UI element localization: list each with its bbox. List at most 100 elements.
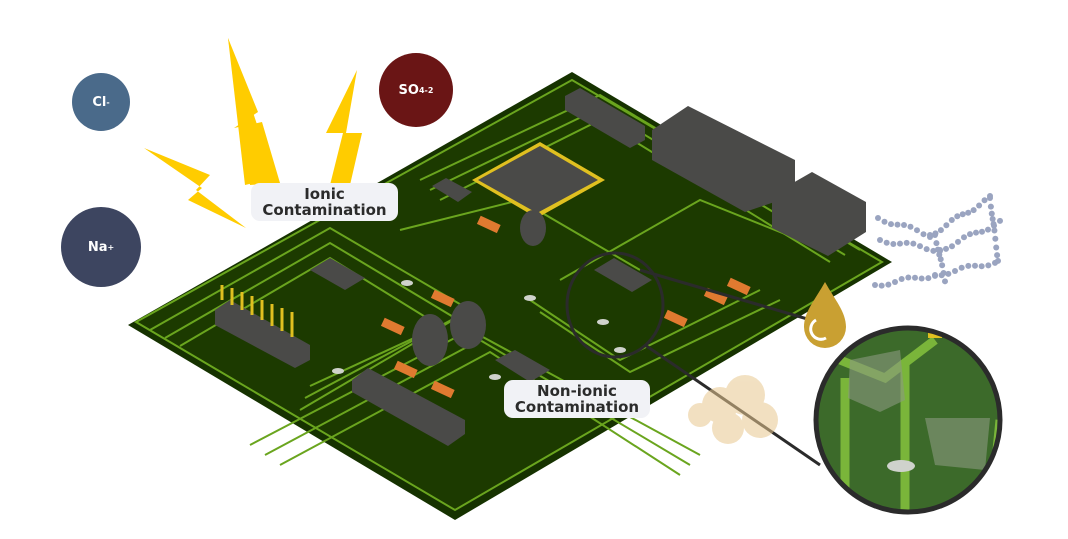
ion-charge: -2 — [424, 85, 434, 95]
molecule-atom — [985, 226, 991, 233]
capacitor — [520, 210, 546, 246]
molecule-atom — [875, 215, 881, 221]
molecule-atom — [885, 281, 892, 288]
molecule-atom — [883, 239, 890, 246]
molecule-atom — [917, 243, 923, 250]
oil-drop-icon — [804, 282, 846, 348]
molecule-atom — [927, 232, 933, 238]
ion-symbol: SO — [398, 82, 419, 98]
molecule-atom — [988, 210, 995, 217]
molecule-atom — [985, 262, 992, 269]
ionic-contamination-label: Ionic Contamination — [251, 183, 398, 221]
molecule-atom — [993, 244, 1000, 251]
molecule-atom — [890, 241, 897, 248]
molecule-atom — [937, 256, 944, 263]
molecule-atom — [987, 195, 993, 201]
molecule-atom — [961, 234, 967, 241]
ion-subscript: 4 — [418, 85, 425, 95]
molecule-atom — [959, 211, 966, 218]
molecule-atom — [932, 232, 938, 238]
molecule-atom — [989, 215, 996, 222]
sodium-ion: Na+ — [61, 207, 141, 287]
molecule-atom — [949, 243, 955, 250]
molecule-atom — [892, 278, 898, 285]
molecule-atom — [920, 231, 927, 238]
molecule-atom — [940, 270, 947, 277]
molecule-atom — [937, 227, 944, 234]
connector — [215, 300, 310, 368]
dust-cloud-icon — [688, 375, 778, 444]
molecule-atom — [901, 221, 907, 228]
molecule-atom — [872, 282, 878, 288]
molecule-atom — [939, 262, 946, 269]
ion-symbol: Cl — [92, 94, 107, 110]
ion-symbol: Na — [87, 239, 108, 255]
molecule-atom — [995, 257, 1001, 264]
molecule-atom — [894, 221, 901, 228]
molecule-atom — [970, 207, 977, 214]
small-chip — [432, 178, 472, 202]
small-chip — [310, 258, 365, 290]
components — [215, 88, 866, 446]
nonionic-contamination-label: Non-ionic Contamination — [504, 380, 650, 418]
lightning-bolts — [144, 38, 362, 228]
molecule-atom — [955, 238, 961, 245]
molecule-atom — [905, 274, 912, 281]
molecule-atom — [918, 275, 925, 282]
molecule-atom — [914, 227, 920, 234]
label-line: Contamination — [514, 398, 640, 416]
small-chip — [495, 350, 550, 382]
molecule-atom — [954, 213, 961, 220]
molecule-atom — [934, 246, 941, 253]
molecule-atom — [978, 263, 985, 270]
molecule-atom — [881, 218, 888, 225]
molecule-atom — [948, 217, 955, 224]
molecule-atom — [965, 209, 972, 216]
molecule-atom — [933, 240, 940, 247]
molecule-atom — [976, 202, 983, 209]
molecule-atom — [936, 251, 943, 258]
molecule-atom — [981, 197, 988, 204]
molecule-atom — [925, 275, 932, 282]
molecule-atom — [910, 240, 917, 247]
capacitor — [412, 314, 448, 366]
molecule-atom — [898, 276, 905, 283]
molecule-atom — [930, 247, 937, 254]
connector — [565, 88, 645, 148]
magnifier — [565, 251, 1003, 515]
molecule-atom — [997, 217, 1003, 224]
large-chip — [652, 106, 795, 212]
molecule-atom — [992, 235, 999, 242]
molecule-atom — [979, 228, 985, 235]
molecule-atom — [990, 221, 997, 228]
molecule-atom — [907, 223, 914, 230]
molecule-atom — [897, 240, 903, 247]
molecule-chain-icon — [872, 193, 1003, 289]
molecule-atom — [943, 222, 950, 229]
large-chip — [772, 172, 866, 256]
label-line: Non-ionic — [537, 382, 617, 400]
molecule-atom — [991, 227, 998, 234]
capacitor — [450, 301, 486, 349]
molecule-atom — [923, 246, 930, 253]
molecule-atom — [888, 221, 894, 228]
molecule-atom — [912, 274, 918, 281]
small-chip — [594, 258, 652, 292]
molecule-atom — [972, 262, 978, 269]
molecule-atom — [903, 239, 910, 246]
lightning-bolt-icon — [326, 70, 362, 185]
ion-charge: + — [107, 242, 115, 252]
molecule-atom — [967, 231, 973, 238]
molecule-atom — [877, 237, 883, 243]
molecule-atom — [973, 229, 979, 236]
ion-charge: - — [106, 97, 110, 107]
label-line: Contamination — [262, 201, 387, 219]
connector — [352, 368, 465, 446]
molecule-atom — [945, 270, 952, 277]
molecule-atom — [987, 203, 994, 210]
molecule-atom — [932, 272, 938, 278]
molecule-atom — [952, 267, 958, 274]
molecule-atom — [943, 245, 949, 252]
